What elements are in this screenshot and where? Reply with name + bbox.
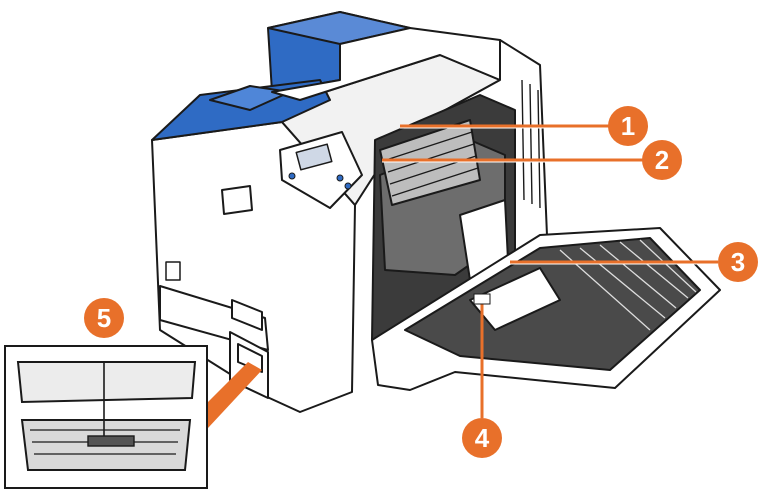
callout-5-label: 5 — [97, 303, 111, 333]
tray-handle[interactable] — [231, 299, 263, 331]
callout-3-badge — [718, 242, 758, 282]
callout-2: 2 — [642, 140, 682, 180]
callout-1: 1 — [608, 106, 648, 146]
side-door-ribs — [559, 239, 697, 331]
callout-4: 4 — [462, 418, 502, 458]
display-screen — [295, 143, 333, 171]
callout-1-label: 1 — [621, 111, 635, 141]
callout-4-label: 4 — [475, 423, 490, 453]
callout-1-badge — [608, 106, 648, 146]
callout-2-label: 2 — [655, 145, 669, 175]
callout-2-badge — [642, 140, 682, 180]
tray-handle[interactable] — [237, 343, 263, 373]
control-button[interactable] — [288, 172, 296, 180]
paper-tray-1[interactable] — [159, 285, 269, 351]
inset-tray-top — [16, 361, 197, 404]
control-button[interactable] — [336, 174, 344, 182]
warning-label — [165, 261, 181, 281]
callout-3: 3 — [718, 242, 758, 282]
inset-paper-guide — [87, 435, 135, 447]
printer-body — [151, 11, 721, 413]
fuser-ridges — [385, 131, 479, 197]
callout-5-badge — [84, 298, 124, 338]
front-door-handle[interactable] — [221, 185, 253, 215]
callout-4-target — [473, 293, 491, 305]
upper-housing — [271, 27, 501, 101]
callout-3-label: 3 — [731, 247, 745, 277]
callout-5: 5 — [84, 298, 124, 338]
leader-line-outlines — [382, 127, 718, 265]
leader-lines — [382, 124, 718, 418]
control-button[interactable] — [344, 182, 352, 190]
callout-4-badge — [462, 418, 502, 458]
inset-pointer — [208, 362, 262, 428]
duplex-guide — [469, 267, 561, 331]
side-vent — [521, 79, 541, 209]
inset-detail — [4, 345, 262, 489]
